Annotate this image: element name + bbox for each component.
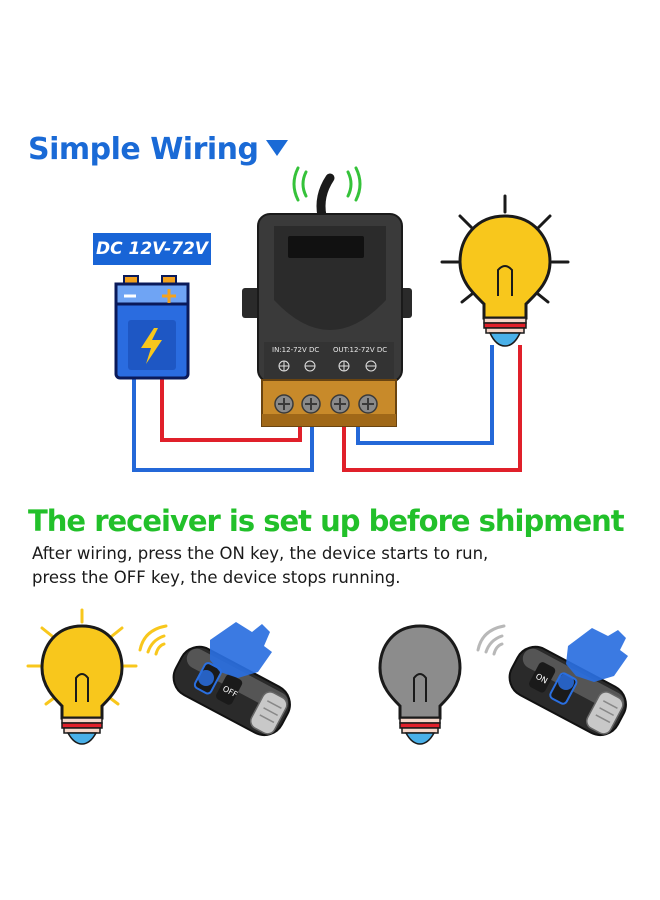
down-triangle-icon xyxy=(266,140,289,156)
voltage-label: DC 12V-72V xyxy=(93,233,211,265)
red-wire-output xyxy=(342,345,522,472)
output-terminal-label: OUT:12-72V DC xyxy=(333,346,387,354)
signal-icon-on xyxy=(138,624,168,656)
description-line-1: After wiring, press the ON key, the devi… xyxy=(32,544,489,563)
blue-wire-output xyxy=(356,345,494,445)
signal-waves-icon xyxy=(292,166,362,202)
remote-control-off: ON xyxy=(508,645,627,737)
battery-icon xyxy=(114,275,190,380)
light-bulb-on-bottom-icon xyxy=(26,608,138,745)
light-bulb-off-icon xyxy=(378,624,462,745)
signal-icon-off xyxy=(476,624,506,656)
antenna xyxy=(316,173,335,221)
hand-pointer-icon xyxy=(198,622,272,686)
red-wire-input xyxy=(160,378,302,442)
blue-wire-input xyxy=(132,378,314,472)
description-line-2: press the OFF key, the device stops runn… xyxy=(32,568,401,587)
remote-control-on: OFF xyxy=(172,645,291,737)
wires xyxy=(132,345,522,472)
page-title: Simple Wiring xyxy=(28,132,289,167)
receiver-module xyxy=(242,213,412,427)
input-terminal-label: IN:12-72V DC xyxy=(272,346,319,354)
headline: The receiver is set up before shipment xyxy=(28,504,625,538)
hand-pointer-icon-2 xyxy=(558,628,628,690)
light-bulb-on-icon xyxy=(440,194,570,347)
